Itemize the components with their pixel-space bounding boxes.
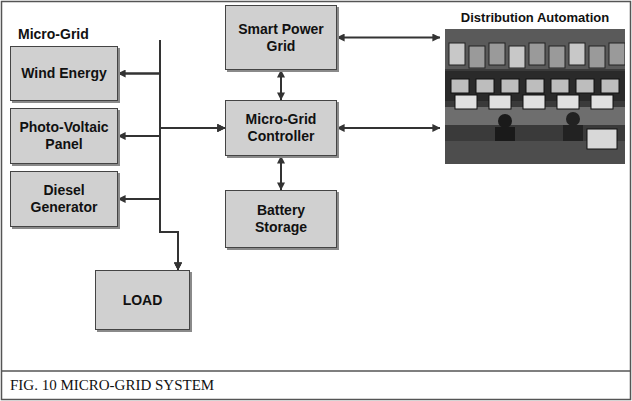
source-box: Photo-Voltaic Panel xyxy=(10,108,118,164)
monitor xyxy=(476,79,494,93)
monitor xyxy=(557,95,579,109)
caption-rule xyxy=(2,370,631,372)
wall-display xyxy=(609,43,625,65)
box-label: LOAD xyxy=(123,292,163,309)
grid-box: Smart Power Grid xyxy=(225,5,337,70)
connector xyxy=(280,156,282,190)
box-label: Wind Energy xyxy=(21,65,106,82)
monitor xyxy=(551,79,569,93)
wall-display xyxy=(589,46,605,68)
controller-box: Micro-Grid Controller xyxy=(225,100,337,156)
wall-display xyxy=(449,43,465,65)
source-box: Wind Energy xyxy=(10,46,118,101)
monitor xyxy=(601,79,619,93)
photo-panel: Distribution Automation xyxy=(440,10,630,168)
box-label: Battery Storage xyxy=(232,202,330,236)
connector xyxy=(280,70,282,100)
source-box: Diesel Generator xyxy=(10,171,118,227)
box-label: Smart Power Grid xyxy=(232,21,330,55)
wall-display xyxy=(549,46,565,68)
load-box: LOAD xyxy=(95,270,190,330)
control-room-photo xyxy=(445,29,625,164)
connector xyxy=(337,37,440,39)
monitor xyxy=(591,95,613,109)
wall-display xyxy=(489,43,505,65)
monitor xyxy=(576,79,594,93)
connector xyxy=(337,127,440,129)
ceiling xyxy=(445,29,625,69)
group-label: Micro-Grid xyxy=(18,26,89,42)
connector xyxy=(118,128,225,199)
box-label: Micro-Grid Controller xyxy=(232,111,330,145)
figure-caption: FIG. 10 MICRO-GRID SYSTEM xyxy=(10,377,214,394)
box-label: Diesel Generator xyxy=(17,182,111,216)
console-desk xyxy=(445,107,625,125)
monitor xyxy=(526,79,544,93)
wall-display xyxy=(529,43,545,65)
monitor xyxy=(523,95,545,109)
connector xyxy=(118,74,225,129)
operator xyxy=(498,114,512,128)
wall-display xyxy=(469,46,485,68)
wall-display xyxy=(509,46,525,68)
monitor xyxy=(587,129,617,149)
connector xyxy=(118,74,178,271)
panel-heading: Distribution Automation xyxy=(461,10,609,26)
wall-display xyxy=(569,43,585,65)
monitor xyxy=(455,95,477,109)
connector xyxy=(118,199,178,270)
connector xyxy=(118,128,225,136)
monitor xyxy=(501,79,519,93)
storage-box: Battery Storage xyxy=(225,190,337,248)
box-label: Photo-Voltaic Panel xyxy=(17,119,111,153)
bus-bar xyxy=(159,40,161,74)
operator xyxy=(566,112,580,126)
monitor xyxy=(451,79,469,93)
monitor xyxy=(489,95,511,109)
connector xyxy=(118,136,178,270)
photo-ground xyxy=(445,29,625,164)
